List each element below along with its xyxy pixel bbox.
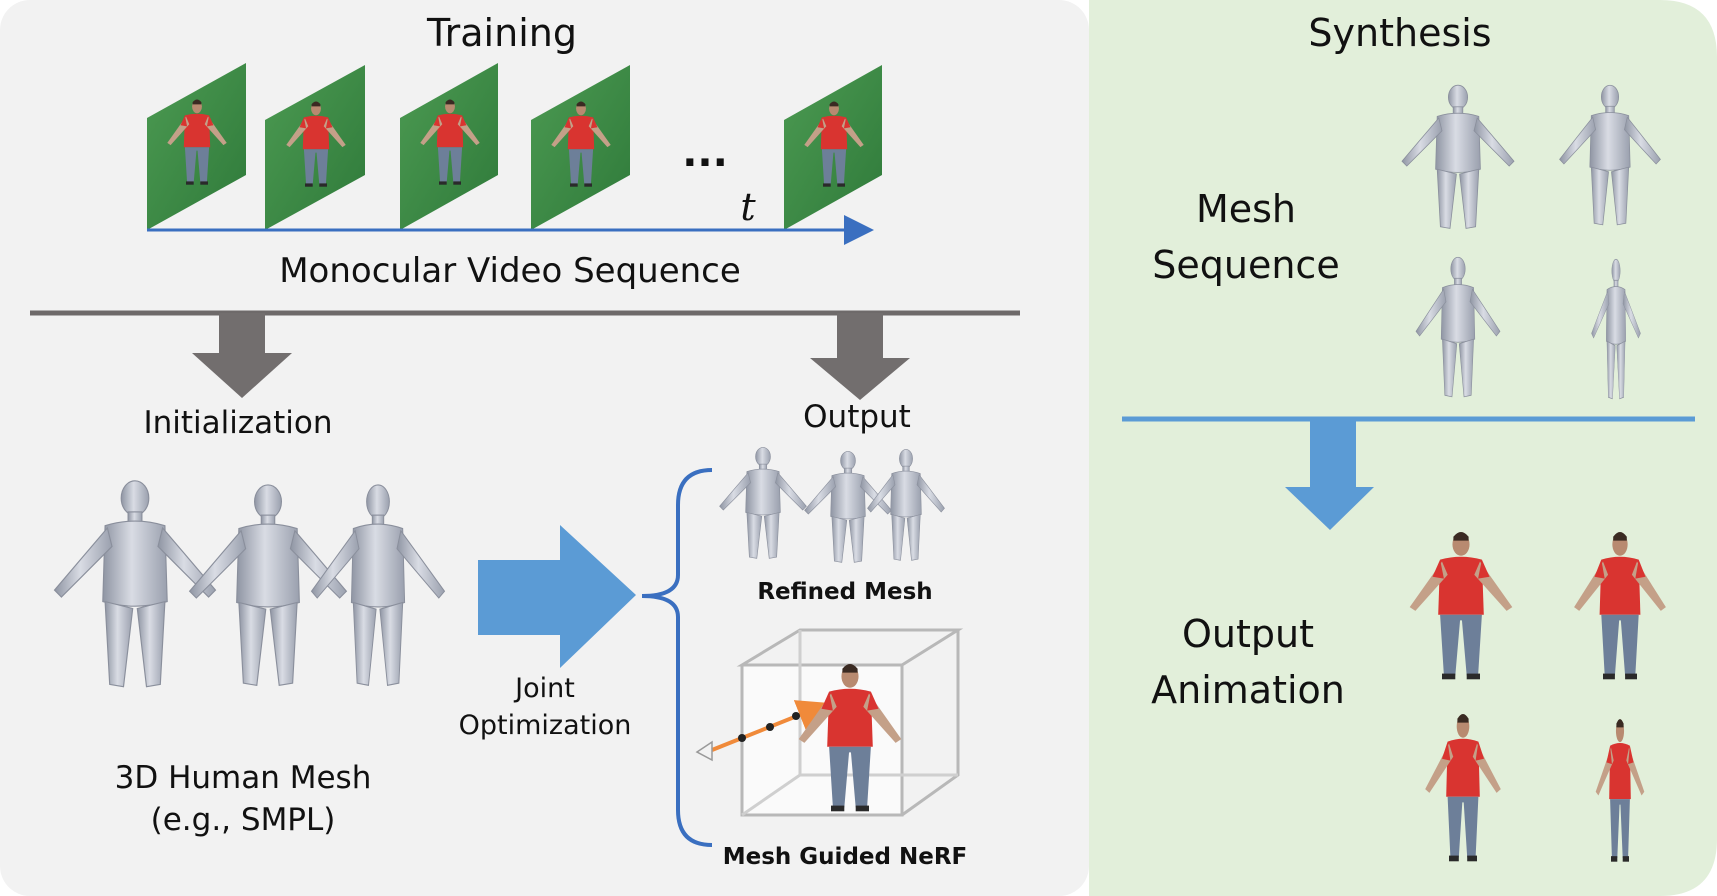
refined-mesh-label: Refined Mesh [757, 579, 932, 605]
video-caption: Monocular Video Sequence [279, 251, 741, 291]
joint-line1: Joint [513, 673, 575, 704]
mesh-sequence-line1: Mesh [1196, 187, 1296, 231]
ellipsis: ... [682, 130, 728, 176]
output-brace [641, 468, 713, 847]
video-frame-2 [265, 65, 365, 230]
synthesis-title: Synthesis [1308, 11, 1491, 55]
video-frame-1 [147, 63, 246, 230]
mesh-caption-line2: (e.g., SMPL) [151, 802, 336, 838]
time-axis-label: t [740, 185, 756, 229]
mesh-guided-nerf-label: Mesh Guided NeRF [723, 844, 968, 870]
video-frames [147, 63, 882, 230]
synthesis-down-arrow [1285, 419, 1374, 530]
mesh-sequence-line2: Sequence [1152, 243, 1339, 287]
output-animation-line2: Animation [1151, 668, 1345, 712]
init-down-arrow [192, 313, 292, 398]
video-frame-5 [784, 65, 882, 230]
output-label: Output [803, 399, 911, 435]
joint-line2: Optimization [459, 710, 632, 741]
nerf-box [736, 628, 964, 817]
video-frame-3 [400, 63, 498, 230]
mesh-caption-line1: 3D Human Mesh [115, 760, 372, 796]
initialization-label: Initialization [143, 405, 332, 441]
joint-optimization-arrow [478, 525, 636, 668]
output-down-arrow [810, 313, 910, 400]
nerf-ray [695, 700, 830, 762]
training-title: Training [426, 11, 577, 55]
video-frame-4 [531, 65, 630, 230]
output-animation-line1: Output [1182, 612, 1314, 656]
